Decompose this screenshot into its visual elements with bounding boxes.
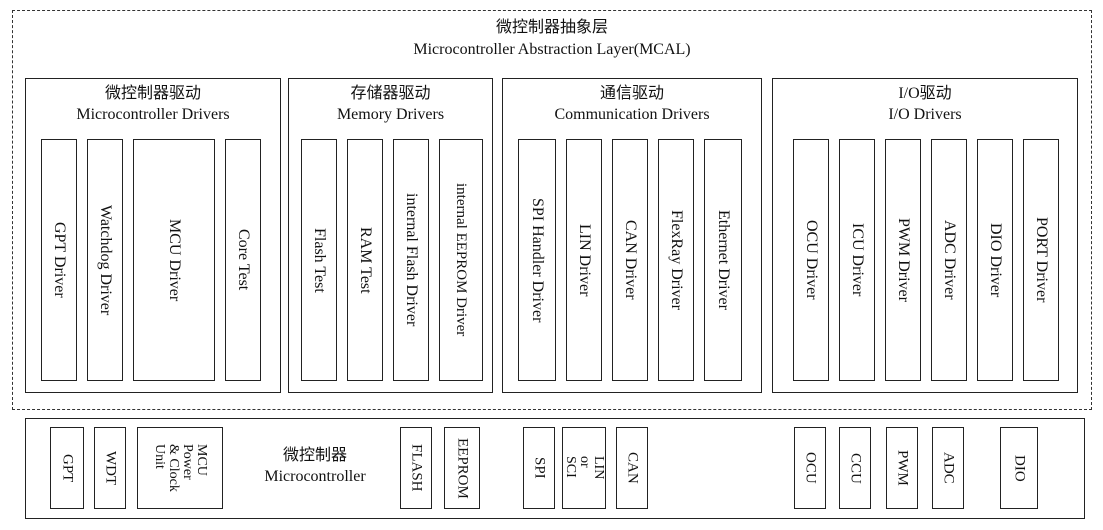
driver-box-flexray: FlexRay Driver — [658, 139, 694, 381]
driver-label: internal Flash Driver — [403, 193, 420, 327]
hw-block-ocu: OCU — [794, 427, 826, 509]
group-memory-drivers: 存储器驱动 Memory Drivers Flash Test RAM Test… — [288, 78, 493, 393]
driver-box-watchdog: Watchdog Driver — [87, 139, 123, 381]
driver-label: MCU Driver — [166, 218, 183, 302]
hw-block-eeprom: EEPROM — [444, 427, 480, 509]
hw-block-label: SPI — [531, 457, 548, 479]
driver-box-pwm: PWM Driver — [885, 139, 921, 381]
group-microcontroller-drivers: 微控制器驱动 Microcontroller Drivers GPT Drive… — [25, 78, 281, 393]
hw-block-label: CAN — [624, 452, 641, 484]
hw-block-label: PWM — [894, 450, 911, 486]
driver-box-core-test: Core Test — [225, 139, 261, 381]
hw-block-label: OCU — [802, 452, 819, 484]
microcontroller-label-en: Microcontroller — [264, 468, 366, 485]
driver-label: CAN Driver — [622, 220, 639, 300]
driver-label: FlexRay Driver — [668, 210, 685, 310]
hw-block-label: GPT — [59, 453, 76, 483]
microcontroller-hardware: GPT WDT MCU Power & Clock Unit 微控制器 Micr… — [25, 418, 1085, 519]
hw-block-lin-sci: LIN or SCI — [562, 427, 606, 509]
group-io-drivers: I/O驱动 I/O Drivers OCU Driver ICU Driver … — [772, 78, 1078, 393]
driver-label: SPI Handler Driver — [529, 197, 546, 323]
driver-box-adc: ADC Driver — [931, 139, 967, 381]
group-title-cn: I/O驱动 — [898, 85, 952, 102]
hw-block-spi: SPI — [523, 427, 555, 509]
hw-block-adc: ADC — [932, 427, 964, 509]
hw-block-dio: DIO — [1000, 427, 1038, 509]
driver-label: GPT Driver — [51, 222, 68, 298]
hw-block-pwm: PWM — [886, 427, 918, 509]
hw-block-mcu-power-clock: MCU Power & Clock Unit — [137, 427, 223, 509]
driver-box-flash-test: Flash Test — [301, 139, 337, 381]
hw-block-label: LIN or SCI — [563, 456, 606, 480]
driver-box-port: PORT Driver — [1023, 139, 1059, 381]
mcal-title: 微控制器抽象层 Microcontroller Abstraction Laye… — [13, 17, 1091, 61]
group-title-en: Communication Drivers — [554, 106, 710, 123]
driver-label: ADC Driver — [941, 220, 958, 300]
group-title-cn: 存储器驱动 — [350, 85, 431, 102]
group-title: I/O驱动 I/O Drivers — [773, 83, 1077, 125]
driver-label: Flash Test — [311, 227, 328, 293]
group-title: 存储器驱动 Memory Drivers — [289, 83, 492, 125]
driver-box-gpt: GPT Driver — [41, 139, 77, 381]
mcal-layer: 微控制器抽象层 Microcontroller Abstraction Laye… — [12, 10, 1092, 410]
driver-box-can: CAN Driver — [612, 139, 648, 381]
microcontroller-label: 微控制器 Microcontroller — [240, 445, 390, 487]
group-title-cn: 微控制器驱动 — [104, 85, 201, 102]
driver-box-ocu: OCU Driver — [793, 139, 829, 381]
driver-label: Core Test — [235, 229, 252, 291]
group-communication-drivers: 通信驱动 Communication Drivers SPI Handler D… — [502, 78, 762, 393]
hw-block-wdt: WDT — [94, 427, 126, 509]
hw-block-label: WDT — [102, 450, 119, 486]
driver-label: ICU Driver — [849, 223, 866, 297]
driver-label: Watchdog Driver — [97, 204, 114, 316]
microcontroller-label-cn: 微控制器 — [282, 447, 347, 464]
hw-block-label: ADC — [940, 452, 957, 484]
mcal-title-cn: 微控制器抽象层 — [495, 19, 608, 36]
mcal-title-en: Microcontroller Abstraction Layer(MCAL) — [413, 41, 691, 58]
hw-block-label: FLASH — [408, 444, 425, 492]
hw-block-gpt: GPT — [50, 427, 84, 509]
group-title: 微控制器驱动 Microcontroller Drivers — [26, 83, 280, 125]
driver-box-internal-eeprom: internal EEPROM Driver — [439, 139, 483, 381]
hw-block-label: CCU — [847, 452, 864, 484]
group-title-en: I/O Drivers — [888, 106, 962, 123]
driver-box-dio: DIO Driver — [977, 139, 1013, 381]
driver-box-internal-flash: internal Flash Driver — [393, 139, 429, 381]
driver-label: LIN Driver — [576, 223, 593, 297]
hw-block-ccu: CCU — [839, 427, 871, 509]
driver-box-ram-test: RAM Test — [347, 139, 383, 381]
driver-label: PORT Driver — [1033, 217, 1050, 303]
group-title: 通信驱动 Communication Drivers — [503, 83, 761, 125]
driver-box-lin: LIN Driver — [566, 139, 602, 381]
driver-box-ethernet: Ethernet Driver — [704, 139, 742, 381]
driver-box-spi-handler: SPI Handler Driver — [518, 139, 556, 381]
group-title-cn: 通信驱动 — [599, 85, 664, 102]
hw-block-can: CAN — [616, 427, 648, 509]
hw-block-label: EEPROM — [454, 437, 471, 499]
driver-label: DIO Driver — [987, 222, 1004, 298]
driver-label: OCU Driver — [803, 220, 820, 300]
driver-label: RAM Test — [357, 226, 374, 294]
hw-block-flash: FLASH — [400, 427, 432, 509]
group-title-en: Memory Drivers — [336, 106, 445, 123]
driver-box-icu: ICU Driver — [839, 139, 875, 381]
driver-label: PWM Driver — [895, 218, 912, 302]
hw-block-label: DIO — [1011, 454, 1028, 482]
group-title-en: Microcontroller Drivers — [76, 106, 230, 123]
driver-label: Ethernet Driver — [715, 210, 732, 310]
driver-box-mcu: MCU Driver — [133, 139, 215, 381]
hw-block-label: MCU Power & Clock Unit — [152, 444, 209, 492]
driver-label: internal EEPROM Driver — [453, 183, 469, 337]
